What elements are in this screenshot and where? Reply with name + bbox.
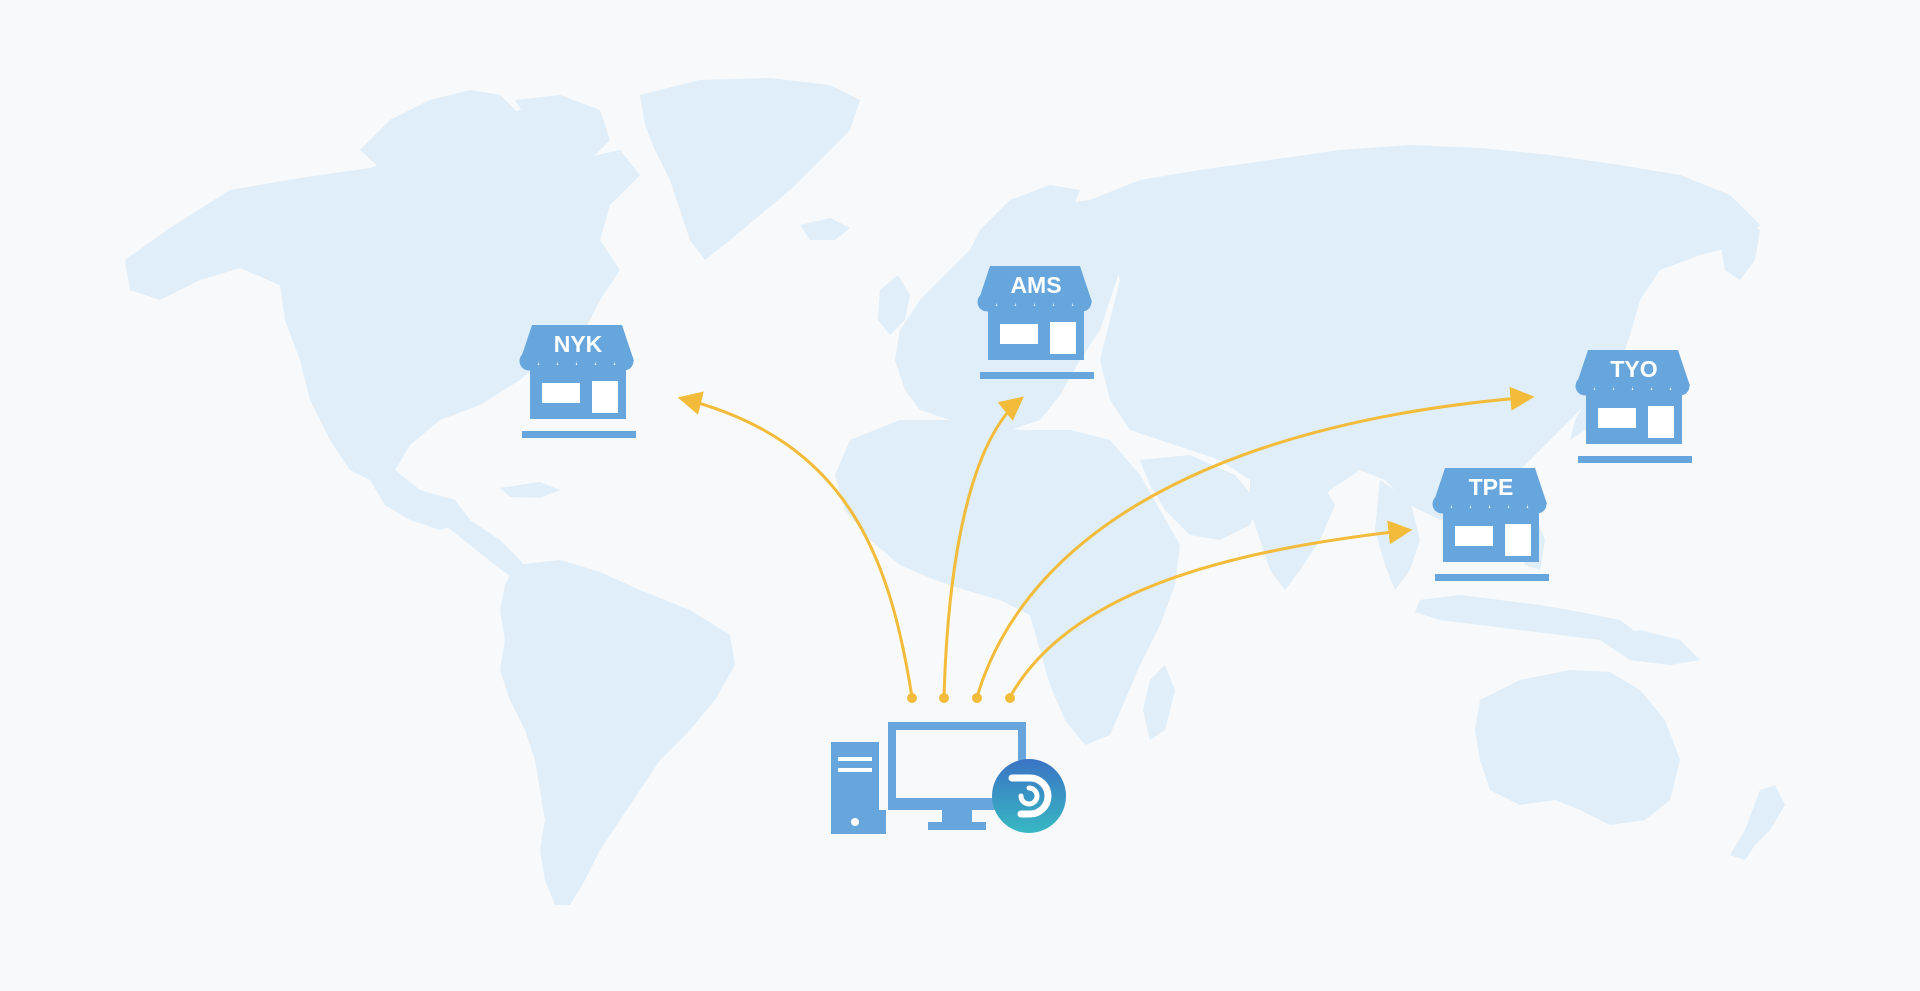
routes [677,386,1535,703]
store-window [1598,408,1636,428]
store-tyo: TYO [1575,350,1692,463]
route-to-tpe [1008,520,1413,698]
store-tpe: TPE [1432,468,1549,581]
computer-tower-icon [831,742,886,834]
store-label: TYO [1610,356,1657,382]
store-base [1578,456,1692,463]
route-origin-dot [939,693,949,703]
arctic-islands [360,90,520,170]
kamchatka [1720,220,1760,280]
australia [1475,670,1680,825]
store-base [980,372,1094,379]
madagascar [1143,665,1175,740]
route-to-nyk [677,391,914,698]
store-door [1648,406,1674,438]
store-label: NYK [554,331,603,357]
computer-setup [831,722,1066,834]
world-map [125,78,1785,905]
route-to-ams [942,396,1024,698]
store-window [1000,324,1038,344]
store-base [522,431,636,438]
asia [1090,145,1760,530]
baffin-island [515,95,610,165]
store-door [592,381,618,413]
store-label: AMS [1010,272,1061,298]
route-to-tyo [975,386,1535,698]
south-america [500,560,735,905]
indonesia [1415,595,1640,640]
route-origin-dot [972,693,982,703]
new-zealand [1730,785,1785,860]
store-window [1455,526,1493,546]
new-guinea [1600,630,1700,665]
iceland [800,218,850,240]
store-door [1505,524,1531,556]
route-origin-dot [1005,693,1015,703]
store-label: TPE [1469,474,1514,500]
north-america [125,110,640,530]
arabian-peninsula [1140,455,1260,540]
india [1250,470,1335,590]
store-ams: AMS [977,266,1094,379]
route-origin-dot [907,693,917,703]
scandinavia [960,185,1080,290]
store-nyk: NYK [519,325,636,438]
store-door [1050,322,1076,354]
store-base [1435,574,1549,581]
central-america [440,500,530,580]
greenland [640,78,860,260]
store-window [542,383,580,403]
caribbean [500,482,560,498]
brand-logo-icon [992,759,1066,833]
africa [835,420,1180,745]
united-kingdom [878,275,910,335]
